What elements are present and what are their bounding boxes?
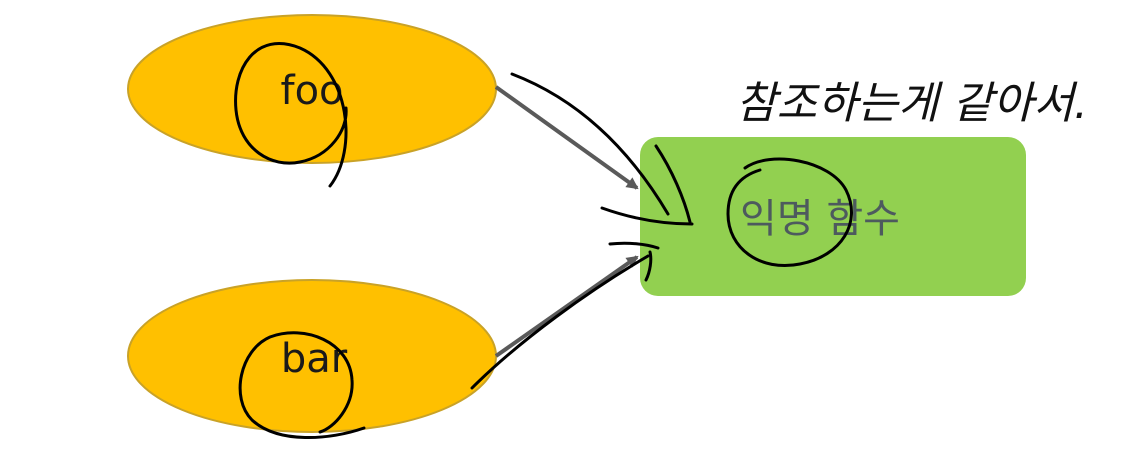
anonymous-function-rect <box>640 137 1026 296</box>
ink-circle-foo <box>234 42 348 188</box>
ink-arrow-from-foo <box>510 72 670 216</box>
ink-arrowhead-stroke-4 <box>644 250 653 282</box>
ink-circle-function <box>726 157 853 267</box>
ink-circle-bar <box>238 331 366 439</box>
node-foo: foo <box>127 14 497 164</box>
ink-arrow-from-bar <box>470 254 650 390</box>
bar-label: bar <box>281 336 348 382</box>
arrow-foo-to-function <box>494 85 639 190</box>
handwritten-note: 참조하는게 같아서. <box>736 78 1088 129</box>
anonymous-function-box: 익명 함수 <box>640 137 1026 296</box>
foo-label: foo <box>280 68 343 114</box>
node-bar: bar <box>127 279 497 433</box>
ink-arrowhead-stroke-1 <box>654 144 692 224</box>
arrow-bar-to-function <box>494 255 639 358</box>
ink-arrowhead-stroke-2 <box>600 206 694 226</box>
anonymous-function-label: 익명 함수 <box>740 196 900 242</box>
ink-arrowhead-stroke-3 <box>608 241 660 250</box>
